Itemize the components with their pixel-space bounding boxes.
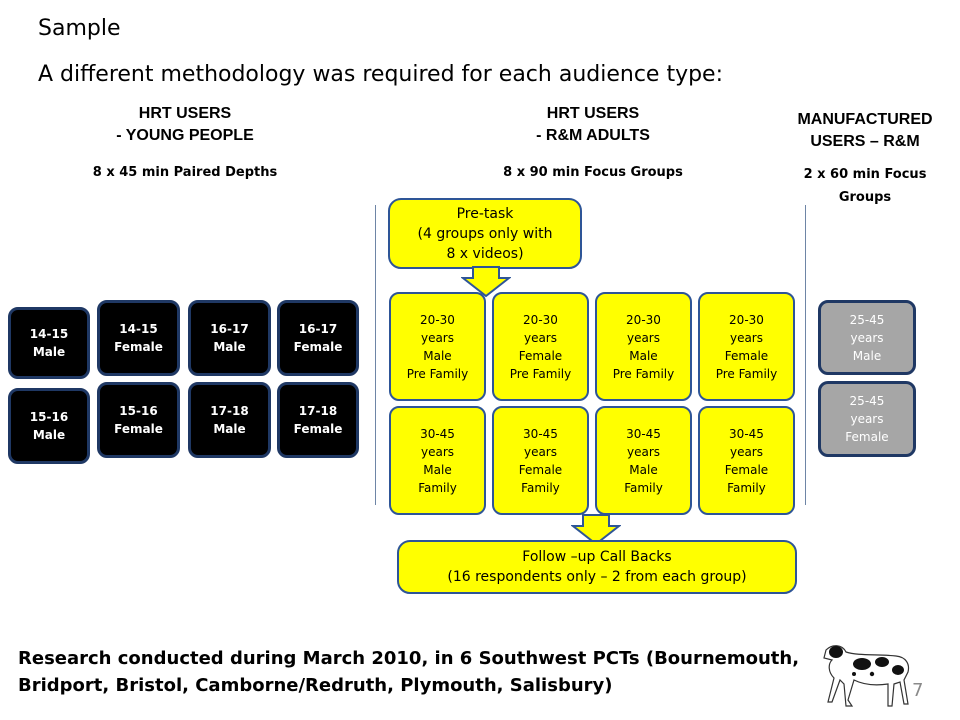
column-header-adults: HRT USERS - R&M ADULTS: [536, 105, 650, 144]
group-box-young: 15-16 Male: [8, 388, 90, 464]
group-box-young: 15-16 Female: [97, 382, 180, 458]
group-box-adult: 30-45 years Male Family: [595, 406, 692, 515]
footer-note: Research conducted during March 2010, in…: [18, 645, 799, 699]
group-box-adult: 30-45 years Female Family: [492, 406, 589, 515]
arrow-down-icon: [571, 514, 621, 546]
dog-logo-icon: [823, 645, 910, 707]
group-box-manufactured: 25-45 years Male: [818, 300, 916, 375]
column-header-young-people: HRT USERS - YOUNG PEOPLE: [116, 105, 254, 144]
slide-label: Sample: [38, 16, 121, 41]
group-box-young: 14-15 Female: [97, 300, 180, 376]
group-box-young: 16-17 Male: [188, 300, 271, 376]
group-box-adult: 20-30 years Female Pre Family: [492, 292, 589, 401]
divider-left: [375, 205, 376, 505]
group-box-young: 14-15 Male: [8, 307, 90, 379]
group-box-young: 17-18 Female: [277, 382, 359, 458]
group-box-manufactured: 25-45 years Female: [818, 381, 916, 457]
divider-right: [805, 205, 806, 505]
group-box-adult: 30-45 years Female Family: [698, 406, 795, 515]
page-number: 7: [912, 680, 924, 701]
format-manufactured: 2 x 60 min Focus Groups: [803, 167, 927, 205]
format-young-people: 8 x 45 min Paired Depths: [92, 165, 278, 180]
slide-subtitle: A different methodology was required for…: [38, 62, 723, 87]
footer-line: Bridport, Bristol, Camborne/Redruth, Ply…: [18, 675, 613, 696]
group-box-young: 17-18 Male: [188, 382, 271, 458]
group-box-adult: 20-30 years Male Pre Family: [389, 292, 486, 401]
footer-line: Research conducted during March 2010, in…: [18, 648, 800, 669]
group-box-young: 16-17 Female: [277, 300, 359, 376]
arrow-down-icon: [461, 266, 511, 298]
group-box-adult: 20-30 years Female Pre Family: [698, 292, 795, 401]
followup-box: Follow –up Call Backs (16 respondents on…: [397, 540, 797, 594]
group-box-adult: 30-45 years Male Family: [389, 406, 486, 515]
format-adults: 8 x 90 min Focus Groups: [503, 165, 683, 180]
pretask-box: Pre-task (4 groups only with 8 x videos): [388, 198, 582, 269]
group-box-adult: 20-30 years Male Pre Family: [595, 292, 692, 401]
column-header-manufactured: MANUFACTURED USERS – R&M: [797, 111, 933, 150]
